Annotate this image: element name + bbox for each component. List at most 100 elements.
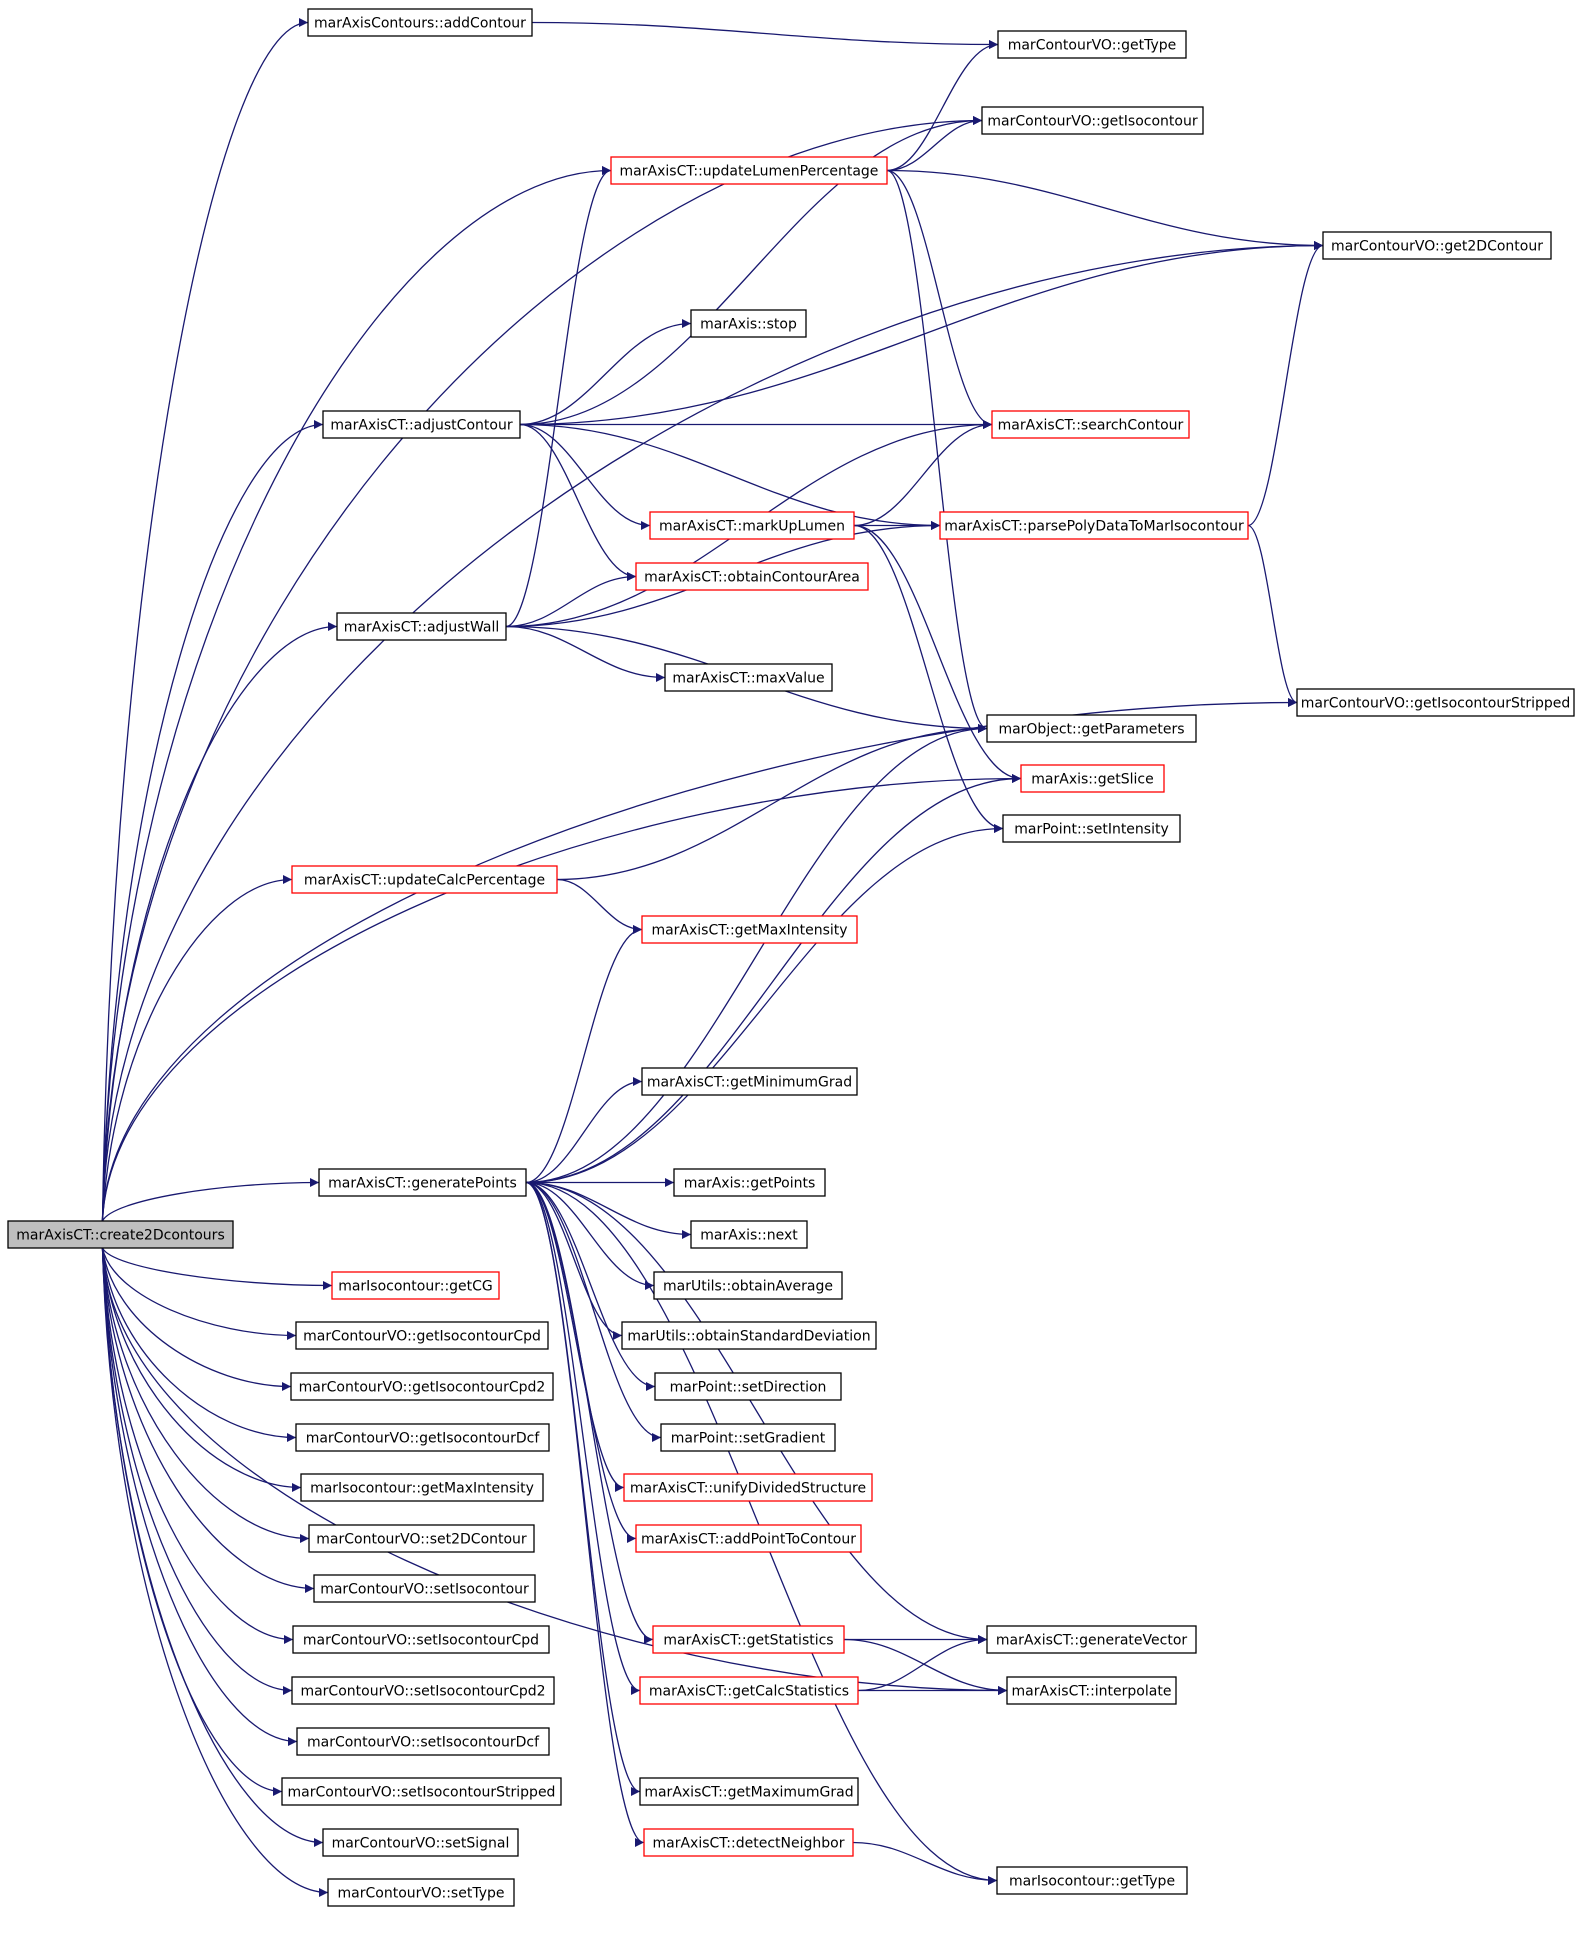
node-box [991,410,1190,439]
node-box [635,562,869,591]
edge-n0-n3 [101,116,983,1222]
node-maraxis-stop[interactable]: marAxis::stop [690,309,807,338]
node-marpoint-setintensity[interactable]: marPoint::setIntensity [1002,814,1181,843]
node-label: marAxis::getSlice [1031,772,1153,788]
node-maraxisct-maxvalue[interactable]: marAxisCT::maxValue [664,663,833,692]
node-label: marContourVO::setSignal [332,1836,510,1852]
node-marisocontour-getcg[interactable]: marIsocontour::getCG [331,1271,500,1300]
node-box [623,1473,873,1502]
node-label: marContourVO::setIsocontourCpd2 [300,1684,545,1700]
node-maraxis-getslice[interactable]: marAxis::getSlice [1020,764,1165,793]
node-marcontourvo-getisocontourdcf[interactable]: marContourVO::getIsocontourDcf [295,1423,550,1452]
node-maraxis-next[interactable]: marAxis::next [690,1220,808,1249]
node-box [296,1727,550,1756]
node-marcontourvo-getisocontourcpd[interactable]: marContourVO::getIsocontourCpd [295,1321,549,1350]
node-label: marAxisCT::parsePolyDataToMarIsocontour [944,519,1244,535]
node-maraxisct-generatepoints[interactable]: marAxisCT::generatePoints [318,1168,527,1197]
node-marcontourvo-setsignal[interactable]: marContourVO::setSignal [322,1828,519,1857]
node-marpoint-setdirection[interactable]: marPoint::setDirection [654,1372,842,1401]
node-marcontourvo-setisocontourdcf[interactable]: marContourVO::setIsocontourDcf [296,1727,550,1756]
node-box [295,1423,550,1452]
edge-n21-n17 [525,824,1004,1184]
node-marcontourvo-settype[interactable]: marContourVO::setType [327,1878,515,1907]
node-maraxisct-getstatistics[interactable]: marAxisCT::getStatistics [652,1625,845,1654]
node-maraxisct-getcalcstatistics[interactable]: marAxisCT::getCalcStatistics [639,1676,859,1705]
node-label: marAxisCT::updateLumenPercentage [620,164,879,180]
edge-n0-n40 [101,1247,297,1442]
node-maraxisct-addpointtocontour[interactable]: marAxisCT::addPointToContour [635,1524,862,1553]
node-label: marAxisCT::updateCalcPercentage [304,873,545,889]
node-maraxisct-generatevector[interactable]: marAxisCT::generateVector [986,1625,1197,1654]
node-marpoint-setgradient[interactable]: marPoint::setGradient [660,1423,836,1452]
node-label: marAxis::getPoints [684,1176,816,1192]
edge-n21-n15 [525,724,988,1184]
node-label: marUtils::obtainAverage [663,1279,833,1295]
node-box [690,309,807,338]
edge-n0-n1 [101,18,309,1222]
edge-n21-n28 [525,1181,625,1492]
node-marcontourvo-getisocontour[interactable]: marContourVO::getIsocontour [981,106,1204,135]
node-marisocontour-getmaxintensity[interactable]: marIsocontour::getMaxIntensity [300,1473,544,1502]
node-maraxisct-getmaxintensity[interactable]: marAxisCT::getMaxIntensity [641,915,858,944]
node-box [1296,688,1575,717]
node-maraxisct-parsepolydatatomarisocontour[interactable]: marAxisCT::parsePolyDataToMarIsocontour [939,511,1249,540]
node-maraxisct-updatelumenpercentage[interactable]: marAxisCT::updateLumenPercentage [610,156,888,185]
node-marobject-getparameters[interactable]: marObject::getParameters [986,714,1197,743]
node-maraxisct-adjustwall[interactable]: marAxisCT::adjustWall [336,612,507,641]
node-label: marContourVO::getIsocontourCpd [303,1329,541,1345]
edge-n0-n18 [101,875,293,1222]
node-maraxis-getpoints[interactable]: marAxis::getPoints [673,1168,826,1197]
node-label: marAxisCT::getCalcStatistics [649,1684,849,1700]
node-marcontourvo-getisocontourstripped[interactable]: marContourVO::getIsocontourStripped [1296,688,1575,717]
node-maraxisct-obtaincontourarea[interactable]: marAxisCT::obtainContourArea [635,562,869,591]
edge-n21-n31 [525,1181,988,1644]
node-marcontourvo-set2dcontour[interactable]: marContourVO::set2DContour [308,1524,535,1553]
node-marutils-obtainstandarddeviation[interactable]: marUtils::obtainStandardDeviation [621,1321,877,1350]
edge-n0-n21 [101,1178,320,1222]
node-marisocontour-gettype[interactable]: marIsocontour::getType [996,1866,1188,1895]
edge-n0-n45 [101,1247,293,1695]
node-maraxisct-create2dcontours[interactable]: marAxisCT::create2Dcontours [7,1220,234,1249]
node-maraxiscontours-addcontour[interactable]: marAxisContours::addContour [307,8,533,37]
node-box [610,156,888,185]
node-label: marContourVO::getType [1008,38,1177,54]
node-maraxisct-adjustcontour[interactable]: marAxisCT::adjustContour [322,410,521,439]
node-box [336,612,507,641]
node-box [290,1372,554,1401]
node-label: marAxisCT::markUpLumen [659,519,845,535]
node-label: marPoint::setIntensity [1014,822,1169,838]
edge-n0-n49 [101,1247,329,1897]
node-maraxisct-getminimumgrad[interactable]: marAxisCT::getMinimumGrad [641,1067,858,1096]
edge-n7-n5 [519,241,1324,426]
node-marcontourvo-setisocontourstripped[interactable]: marContourVO::setIsocontourStripped [281,1777,562,1806]
node-maraxisct-searchcontour[interactable]: marAxisCT::searchContour [991,410,1190,439]
node-maraxisct-getmaximumgrad[interactable]: marAxisCT::getMaximumGrad [639,1777,859,1806]
edge-n18-n15 [556,724,988,881]
node-marcontourvo-setisocontour[interactable]: marContourVO::setIsocontour [313,1574,536,1603]
node-box [653,1271,843,1300]
node-marutils-obtainaverage[interactable]: marUtils::obtainAverage [653,1271,843,1300]
node-label: marContourVO::setIsocontourCpd [303,1633,539,1649]
node-maraxisct-interpolate[interactable]: marAxisCT::interpolate [1006,1676,1177,1705]
node-maraxisct-detectneighbor[interactable]: marAxisCT::detectNeighbor [643,1828,854,1857]
node-box [1020,764,1165,793]
node-marcontourvo-setisocontourcpd[interactable]: marContourVO::setIsocontourCpd [292,1625,550,1654]
edge-n21-n27 [525,1181,662,1442]
node-maraxisct-unifydividedstructure[interactable]: marAxisCT::unifyDividedStructure [623,1473,873,1502]
node-box [291,865,558,894]
edge-n12-n4 [505,166,612,628]
node-marcontourvo-getisocontourcpd2[interactable]: marContourVO::getIsocontourCpd2 [290,1372,554,1401]
node-maraxisct-markuplumen[interactable]: marAxisCT::markUpLumen [649,511,855,540]
node-box [986,1625,1197,1654]
node-marcontourvo-setisocontourcpd2[interactable]: marContourVO::setIsocontourCpd2 [291,1676,555,1705]
node-label: marObject::getParameters [998,722,1184,738]
node-maraxisct-updatecalcpercentage[interactable]: marAxisCT::updateCalcPercentage [291,865,558,894]
node-marcontourvo-gettype[interactable]: marContourVO::getType [997,30,1187,59]
node-box [322,1828,519,1857]
node-box [660,1423,836,1452]
edge-n1-n2 [531,21,999,49]
edges [101,18,1324,1897]
node-label: marIsocontour::getCG [338,1279,493,1295]
node-marcontourvo-get2dcontour[interactable]: marContourVO::get2DContour [1322,231,1552,260]
